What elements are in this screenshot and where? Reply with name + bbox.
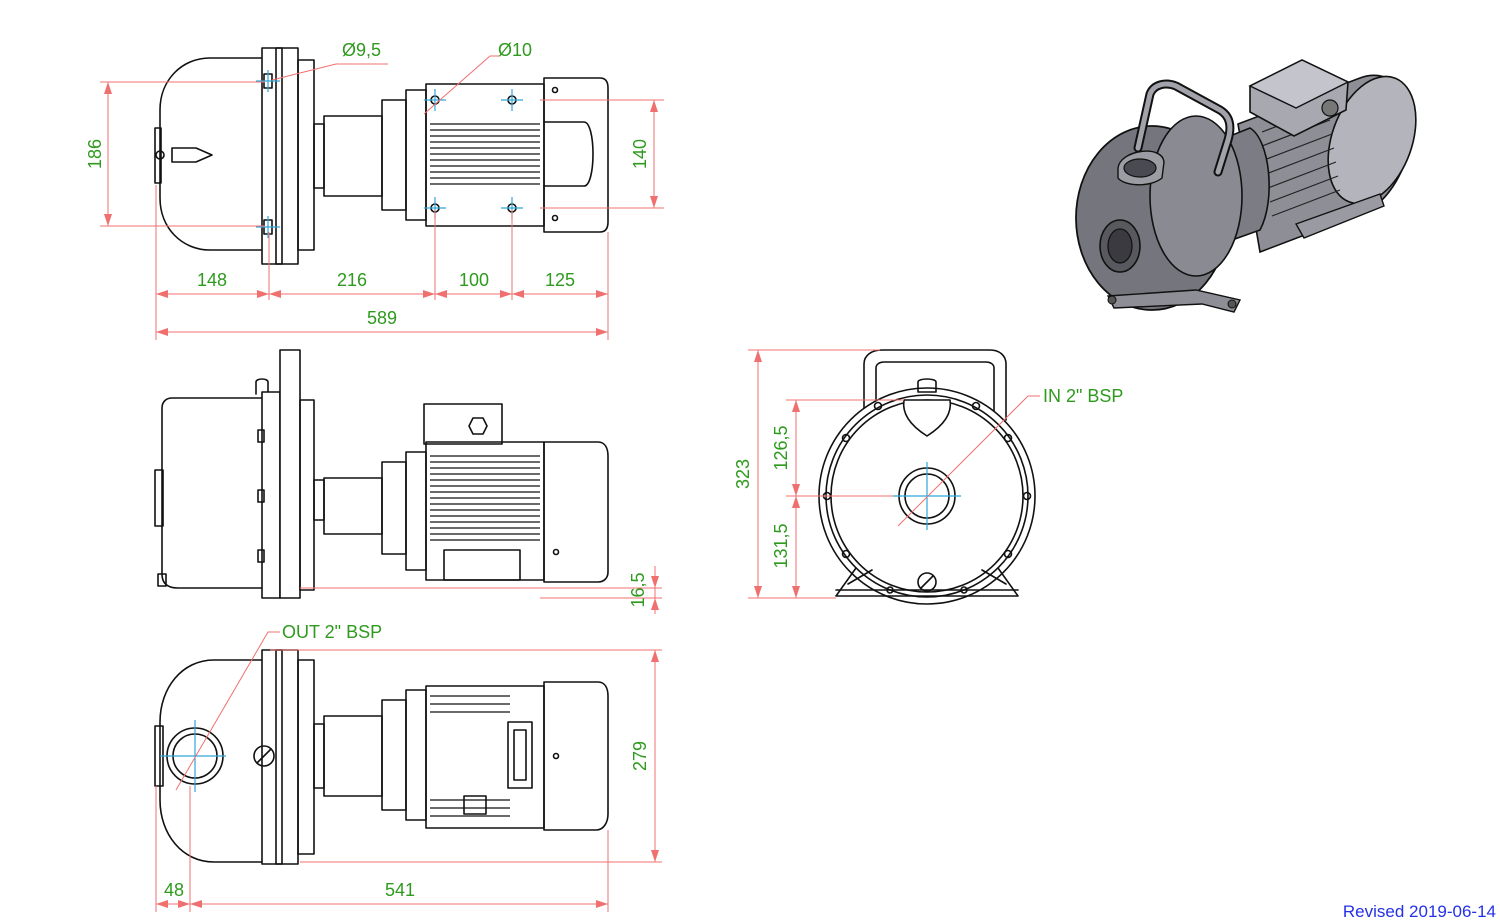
top-dim-seg-4: 125 (545, 270, 575, 290)
bottom-dim-seg-2: 541 (385, 880, 415, 900)
top-dim-seg-2: 216 (337, 270, 367, 290)
isometric-view (1075, 59, 1417, 313)
top-dim-seg-3: 100 (459, 270, 489, 290)
front-view: 323 126,5 131,5 IN 2" BSP (733, 349, 1123, 605)
hole-callout-1: Ø9,5 (342, 40, 381, 60)
hole-callout-2: Ø10 (498, 40, 532, 60)
bottom-view: 279 48 541 OUT 2" BSP (154, 622, 662, 912)
top-dim-seg-1: 148 (197, 270, 227, 290)
side-dim-foot: 16,5 (628, 572, 648, 607)
bottom-dim-seg-1: 48 (164, 880, 184, 900)
front-dim-upper: 126,5 (771, 425, 791, 470)
top-dim-height: 186 (85, 139, 105, 169)
outlet-label: OUT 2" BSP (282, 622, 382, 642)
top-view: 186 140 148 216 100 125 589 Ø9,5 Ø10 (85, 40, 664, 340)
top-dim-total: 589 (367, 308, 397, 328)
bottom-dim-height: 279 (630, 741, 650, 771)
revision-date: Revised 2019-06-14 (1342, 902, 1496, 921)
top-dim-motor-mount: 140 (630, 139, 650, 169)
side-view: 16,5 (154, 349, 662, 614)
front-dim-total: 323 (733, 459, 753, 489)
inlet-label: IN 2" BSP (1043, 386, 1123, 406)
front-dim-lower: 131,5 (771, 523, 791, 568)
